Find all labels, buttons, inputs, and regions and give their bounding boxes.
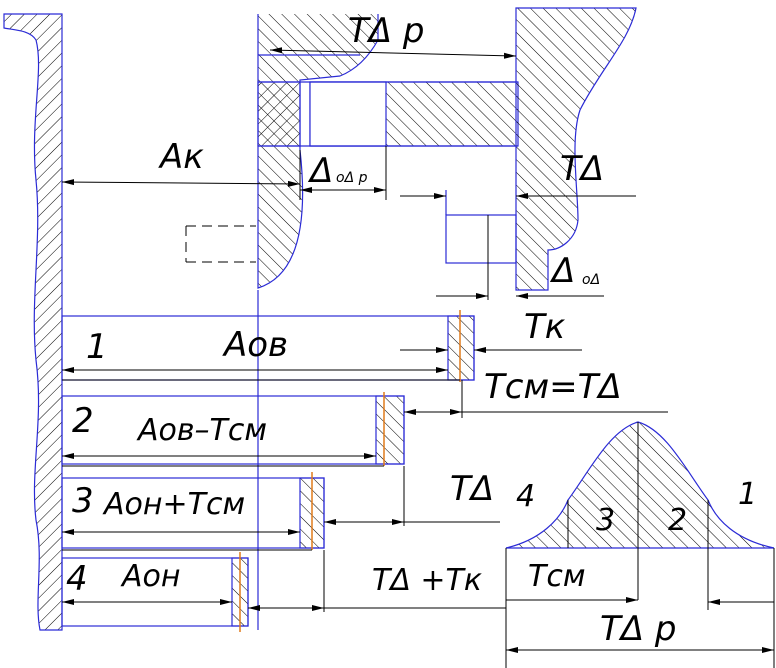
label-delta-od-sub: оΔ	[582, 272, 600, 288]
label-a-k: Ак	[158, 137, 204, 177]
label-dist-3: 3	[596, 503, 615, 538]
label-t-delta-p-top: TΔ p	[348, 11, 424, 51]
row-2-block	[61, 392, 405, 466]
dimension-lines	[61, 47, 774, 653]
bearing-block	[445, 190, 517, 300]
label-delta-odp: Δ	[307, 151, 333, 191]
label-row4: Аон	[120, 559, 181, 594]
label-row1-num: 1	[86, 327, 108, 367]
label-dist-2: 2	[668, 503, 687, 538]
label-row2-num: 2	[72, 401, 94, 441]
label-t-cm-bottom: Tсм	[528, 559, 585, 594]
label-row1: Аов	[222, 325, 288, 365]
right-part	[515, 7, 637, 291]
dashed-hole	[185, 225, 256, 263]
label-row2: Аов–Tсм	[136, 413, 267, 448]
label-t-cm-eq: Tсм=TΔ	[484, 367, 622, 407]
label-delta-odp-sub: оΔ р	[336, 170, 368, 186]
label-row4-num: 4	[66, 559, 88, 599]
label-row3: Аон+Tсм	[102, 487, 245, 522]
label-t-delta-p-bottom: TΔ р	[600, 609, 676, 649]
label-row3-num: 3	[72, 481, 94, 521]
label-dist-4: 4	[516, 479, 535, 514]
label-t-delta-right: TΔ	[560, 149, 604, 189]
row-4-block	[61, 552, 249, 632]
label-t-delta-plus-tk: TΔ +Tк	[372, 563, 482, 598]
distribution-curve	[505, 421, 775, 668]
label-dist-1: 1	[738, 477, 757, 512]
label-delta-od: Δ	[549, 251, 575, 291]
row-3-block	[61, 472, 325, 550]
label-t-delta-mid: TΔ	[450, 469, 494, 509]
label-t-k: Tк	[524, 307, 566, 347]
left-housing-wall	[3, 13, 63, 631]
shaft-sleeve	[258, 81, 519, 147]
